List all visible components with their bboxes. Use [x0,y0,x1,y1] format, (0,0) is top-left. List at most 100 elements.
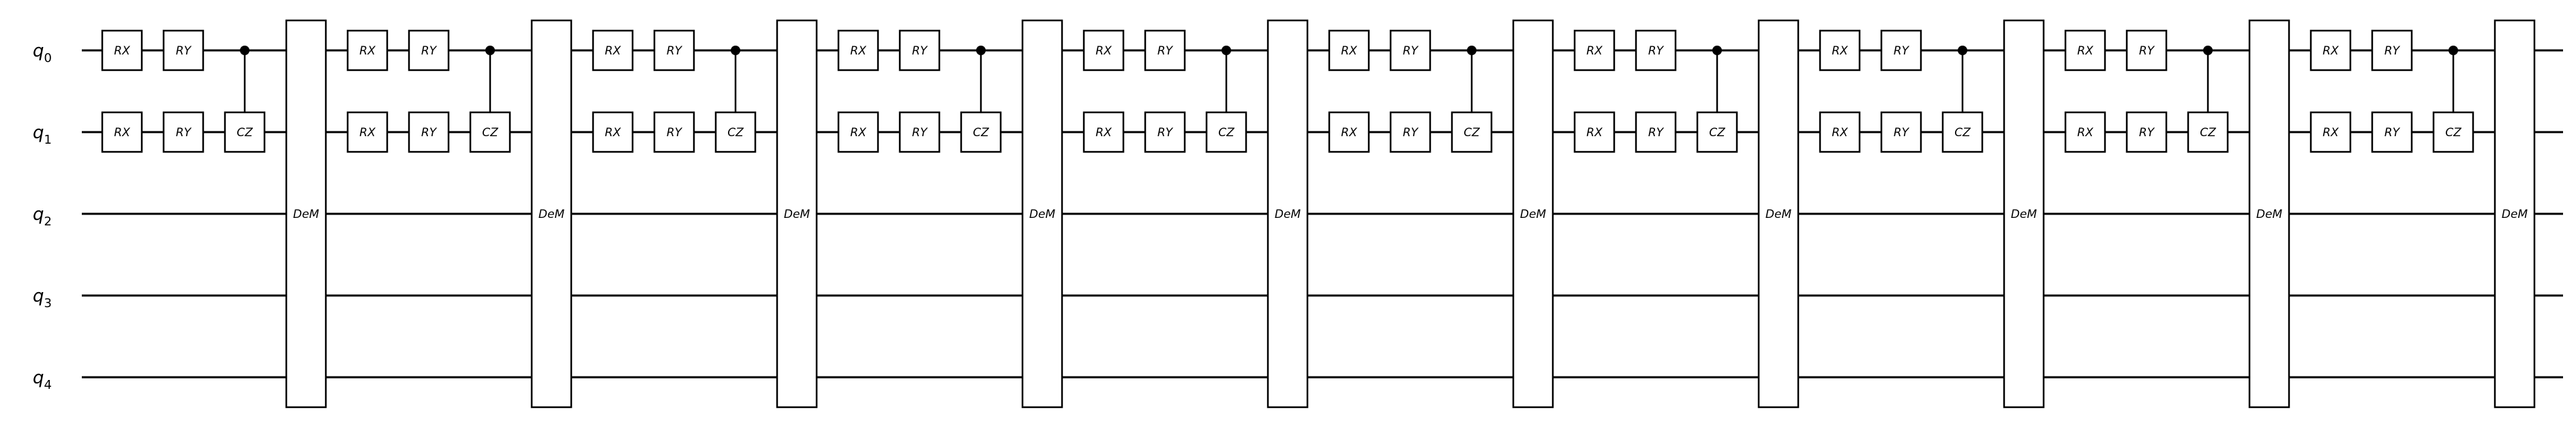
ry-gate-q1-box [2371,111,2413,153]
cz-control-dot [485,46,495,55]
cz-gate-label: CZ [973,126,989,140]
cz-gate-label: CZ [237,126,253,140]
ry-gate-q0-box [653,29,695,72]
ry-gate-q1: RY [2371,111,2413,153]
ry-gate-q1-label: RY [1157,126,1174,140]
rx-gate-q1-box [1082,111,1125,153]
ry-gate-q1-box [162,111,204,153]
gate-layers: RX RY RX RY CZ DeM RX RY RX RY CZ DeM RX RY RX RY CZ DeM R… [101,19,2536,409]
cz-gate-box [2187,111,2229,153]
rx-gate-q1: RX [2064,111,2106,153]
dem-gate-label: DeM [539,208,565,221]
rx-gate-q0-label: RX [1586,44,1603,58]
cz-gate-label: CZ [1954,126,1971,140]
rx-gate-q0-box [2064,29,2106,72]
rx-gate-q0-box [346,29,389,72]
ry-gate-q1-label: RY [176,126,192,140]
cz-gate: CZ [2432,111,2474,153]
ry-gate-q0: RY [408,29,450,72]
cz-control-dot [976,46,986,55]
ry-gate-q1-label: RY [667,126,683,140]
ry-gate-q0-box [898,29,941,72]
cz-gate: CZ [960,111,1002,153]
qubit-label-q1: q1 [33,123,52,147]
qubit-wires [82,49,2563,379]
ry-gate-q1: RY [1144,111,1186,153]
ry-gate-q1-label: RY [2384,126,2401,140]
rx-gate-q1: RX [346,111,389,153]
rx-gate-q0: RX [1819,29,1861,72]
cz-gate-box [224,111,266,153]
cz-control-dot [1958,46,1967,55]
cz-gate: CZ [714,111,757,153]
cz-control-dot [240,46,249,55]
ry-gate-q0-box [1389,29,1431,72]
cz-gate: CZ [1205,111,1247,153]
dem-gate: DeM [2248,19,2290,409]
rx-gate-q0-box [2309,29,2352,72]
rx-gate-q1: RX [1573,111,1616,153]
cz-gate-box [1451,111,1493,153]
cz-gate-box [1696,111,1738,153]
ry-gate-q0: RY [162,29,204,72]
rx-gate-q1-box [2064,111,2106,153]
ry-gate-q0-label: RY [912,44,928,58]
rx-gate-q1-box [1573,111,1616,153]
rx-gate-q0: RX [1082,29,1125,72]
rx-gate-q0-box [837,29,879,72]
ry-gate-q0: RY [898,29,941,72]
ry-gate-q0-label: RY [1403,44,1419,58]
ry-gate-q1-label: RY [1894,126,1910,140]
qubit-label-q4: q4 [33,368,52,392]
rx-gate-q0: RX [1573,29,1616,72]
ry-gate-q0-label: RY [421,44,438,58]
cz-gate-box [960,111,1002,153]
ry-gate-q0-label: RY [176,44,192,58]
ry-gate-q0-box [1144,29,1186,72]
ry-gate-q1-label: RY [912,126,928,140]
rx-gate-q1-label: RX [1341,126,1357,140]
ry-gate-q1: RY [1389,111,1431,153]
dem-gate-box [1267,19,1309,409]
ry-gate-q1-label: RY [1403,126,1419,140]
rx-gate-q1-label: RX [605,126,621,140]
dem-gate-box [2494,19,2536,409]
cz-control-dot [1222,46,1231,55]
rx-gate-q1-box [1328,111,1370,153]
rx-gate-q1-label: RX [359,126,376,140]
rx-gate-q0-label: RX [359,44,376,58]
ry-gate-q0: RY [1635,29,1677,72]
ry-gate-q1-label: RY [1648,126,1665,140]
ry-gate-q0: RY [2371,29,2413,72]
rx-gate-q1-box [1819,111,1861,153]
rx-gate-q1-box [837,111,879,153]
ry-gate-q0-label: RY [1648,44,1665,58]
dem-gate: DeM [1267,19,1309,409]
dem-gate: DeM [776,19,818,409]
cz-control-dot [2203,46,2213,55]
cz-gate-label: CZ [2445,126,2461,140]
rx-gate-q0: RX [346,29,389,72]
dem-gate: DeM [1021,19,1063,409]
cz-control-dot [1712,46,1722,55]
ry-gate-q1-box [1880,111,1922,153]
rx-gate-q1: RX [837,111,879,153]
ry-gate-q1-box [898,111,941,153]
dem-gate-box [1757,19,1800,409]
rx-gate-q0: RX [1328,29,1370,72]
rx-gate-q1-label: RX [1095,126,1112,140]
ry-gate-q0: RY [2125,29,2168,72]
dem-gate-label: DeM [1766,208,1792,221]
rx-gate-q1-label: RX [1832,126,1848,140]
ry-gate-q1: RY [408,111,450,153]
rx-gate-q0-box [592,29,634,72]
